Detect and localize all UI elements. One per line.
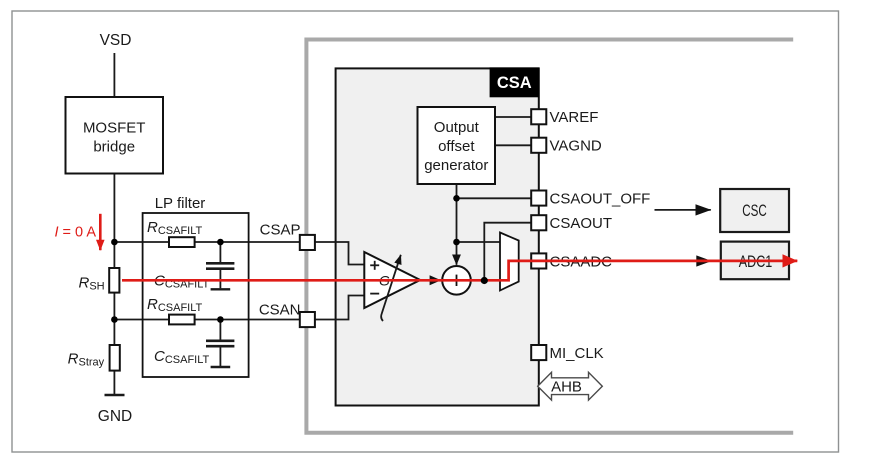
svg-text:CSAP: CSAP (260, 222, 301, 239)
svg-text:VAREF: VAREF (550, 109, 599, 126)
svg-text:RCSAFILT: RCSAFILT (147, 296, 203, 314)
svg-text:MOSFET: MOSFET (83, 120, 146, 137)
svg-text:CCSAFILT: CCSAFILT (154, 348, 210, 366)
svg-text:CSAOUT_OFF: CSAOUT_OFF (550, 190, 651, 207)
svg-text:LP filter: LP filter (155, 195, 206, 212)
svg-text:CSC: CSC (742, 202, 767, 220)
svg-text:offset: offset (438, 138, 475, 155)
svg-text:RCSAFILT: RCSAFILT (147, 219, 203, 237)
svg-text:CSA: CSA (497, 74, 532, 92)
svg-text:RStray: RStray (68, 351, 105, 369)
svg-text:I = 0 A: I = 0 A (54, 224, 96, 240)
svg-text:CSAOUT: CSAOUT (550, 215, 613, 232)
svg-text:GND: GND (98, 408, 132, 425)
svg-text:CSAN: CSAN (259, 302, 301, 319)
svg-text:MI_CLK: MI_CLK (550, 345, 604, 362)
svg-text:VAGND: VAGND (550, 138, 602, 155)
svg-text:VSD: VSD (100, 32, 132, 49)
svg-text:generator: generator (424, 157, 488, 174)
svg-text:Output: Output (434, 119, 480, 136)
svg-text:RSH: RSH (78, 274, 104, 292)
svg-text:bridge: bridge (93, 139, 135, 156)
svg-text:AHB: AHB (551, 379, 582, 396)
